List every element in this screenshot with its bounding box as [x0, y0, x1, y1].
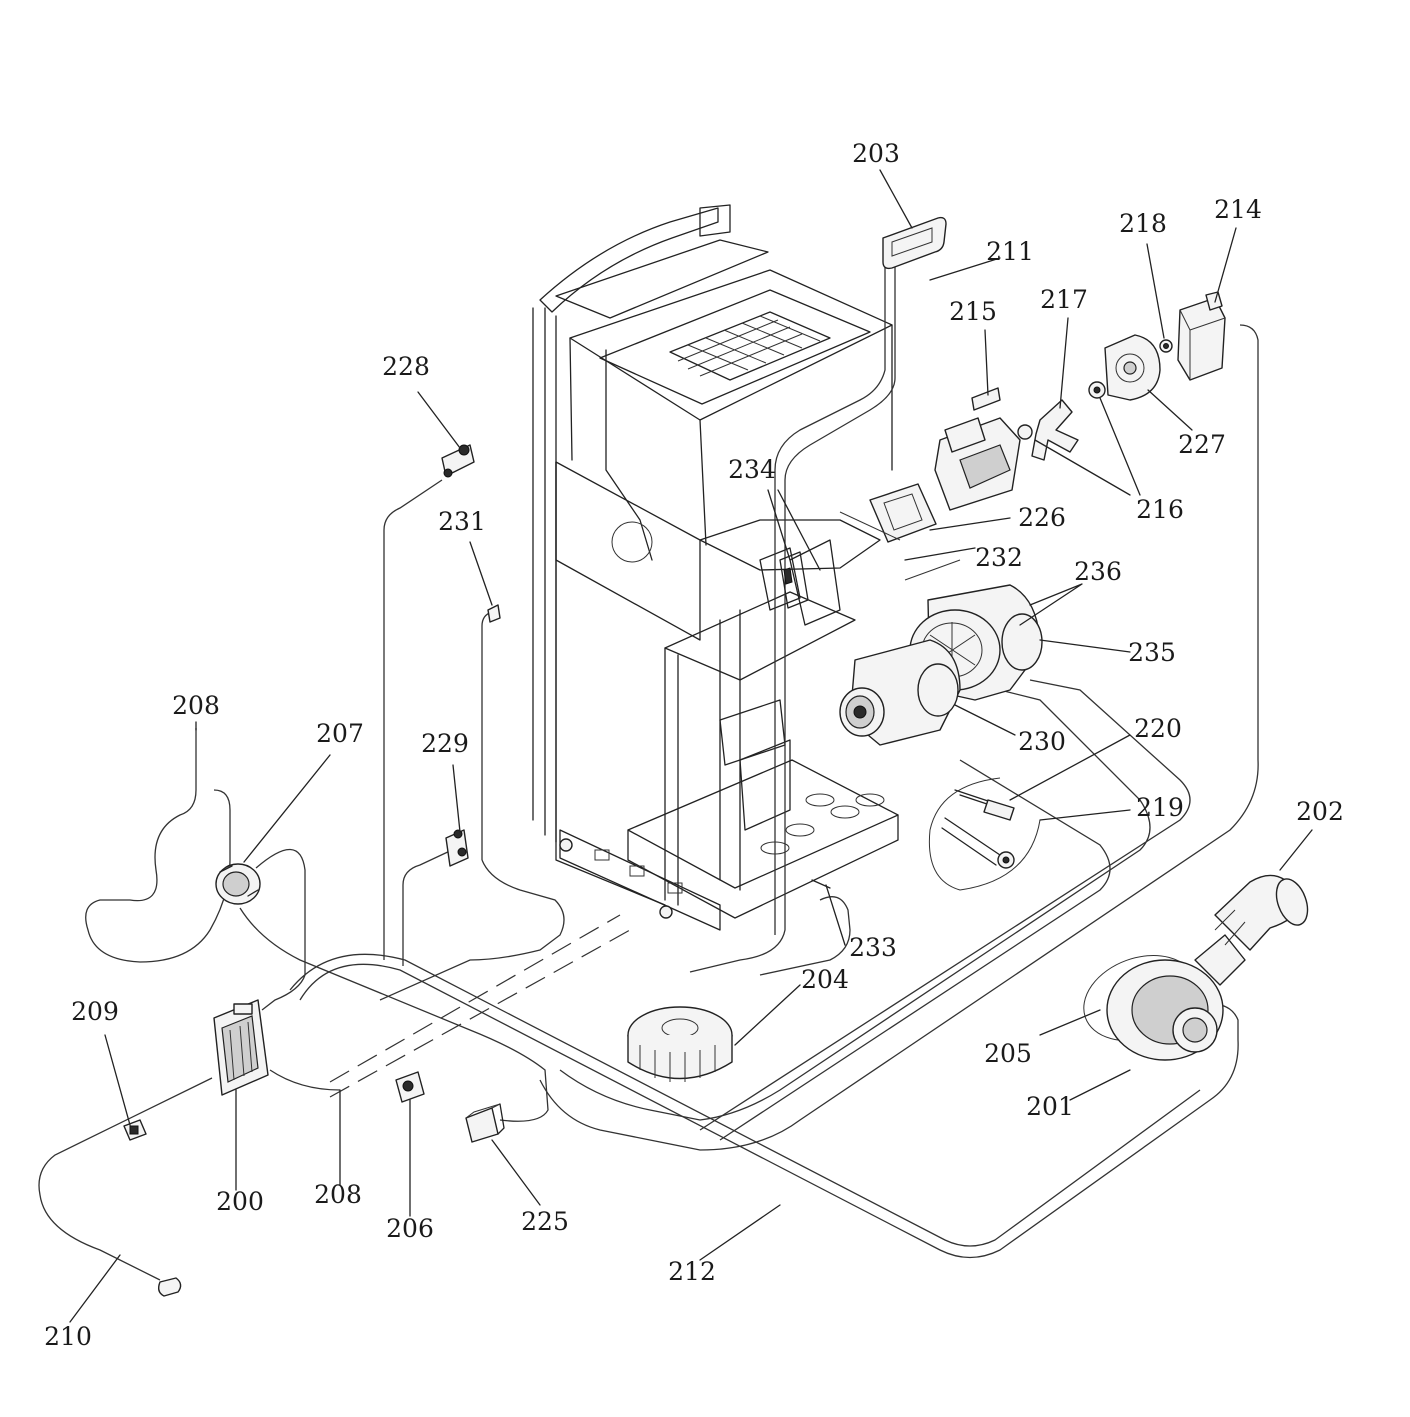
callout-231: 231	[438, 507, 486, 536]
callout-200: 200	[216, 1187, 264, 1216]
temperature-probe-part	[157, 1277, 182, 1297]
callout-217: 217	[1040, 285, 1088, 314]
callout-230: 230	[1018, 727, 1066, 756]
callout-227: 227	[1178, 430, 1226, 459]
plate-part-232	[839, 511, 961, 581]
callout-225: 225	[521, 1207, 569, 1236]
gear-motor-part-214	[1177, 291, 1226, 381]
washer-part-216	[1088, 381, 1106, 399]
callout-210: 210	[44, 1322, 92, 1351]
callout-206: 206	[386, 1214, 434, 1243]
box-part-225	[465, 1103, 505, 1143]
wiring-and-hoses	[38, 260, 1259, 1281]
combustion-blower-part	[1083, 934, 1246, 1061]
gasket-plate-part-227	[1104, 334, 1161, 401]
display-window-part	[882, 216, 947, 270]
callout-203: 203	[852, 139, 900, 168]
leader-lines	[69, 169, 1313, 1323]
valve-part-229	[445, 829, 469, 867]
callout-211: 211	[986, 237, 1034, 266]
control-board-part	[213, 999, 269, 1096]
callout-229: 229	[421, 729, 469, 758]
callout-209: 209	[71, 997, 119, 1026]
connector-part-209	[123, 1119, 147, 1141]
callout-219: 219	[1136, 793, 1184, 822]
bracket-part-215	[971, 387, 1001, 411]
igniter-detail	[928, 777, 1041, 891]
callout-220: 220	[1134, 714, 1182, 743]
cabinet-frame	[532, 204, 899, 931]
plug-part-206	[395, 1071, 425, 1103]
callout-233: 233	[849, 933, 897, 962]
exhaust-elbow-part	[1214, 874, 1309, 951]
callout-236: 236	[1074, 557, 1122, 586]
auger-motor-assembly	[934, 417, 1033, 511]
gasket-part-226	[869, 483, 937, 543]
callout-205: 205	[984, 1039, 1032, 1068]
callout-215: 215	[949, 297, 997, 326]
callout-218: 218	[1119, 209, 1167, 238]
washer-part-218	[1159, 339, 1173, 353]
valve-part-228	[441, 444, 475, 478]
pin-part-233	[811, 879, 831, 889]
callout-216: 216	[1136, 495, 1184, 524]
callout-201: 201	[1026, 1092, 1074, 1121]
callout-208-bottom: 208	[314, 1180, 362, 1209]
impeller-part	[627, 1006, 733, 1082]
callout-212: 212	[668, 1257, 716, 1286]
callout-204: 204	[801, 965, 849, 994]
callout-226: 226	[1018, 503, 1066, 532]
callout-207: 207	[316, 719, 364, 748]
pressure-switch-part	[215, 863, 261, 905]
callout-202: 202	[1296, 797, 1344, 826]
callout-208-top: 208	[172, 691, 220, 720]
callout-234: 234	[728, 455, 776, 484]
callout-228: 228	[382, 352, 430, 381]
callout-labels: 200 201 202 203 204 205 206 207 208 208 …	[44, 139, 1344, 1351]
callout-235: 235	[1128, 638, 1176, 667]
bracket-part-234	[779, 551, 809, 609]
clip-part-231	[487, 604, 501, 623]
callout-214: 214	[1214, 195, 1262, 224]
callout-232: 232	[975, 543, 1023, 572]
combustion-fan-part-230	[839, 639, 961, 746]
